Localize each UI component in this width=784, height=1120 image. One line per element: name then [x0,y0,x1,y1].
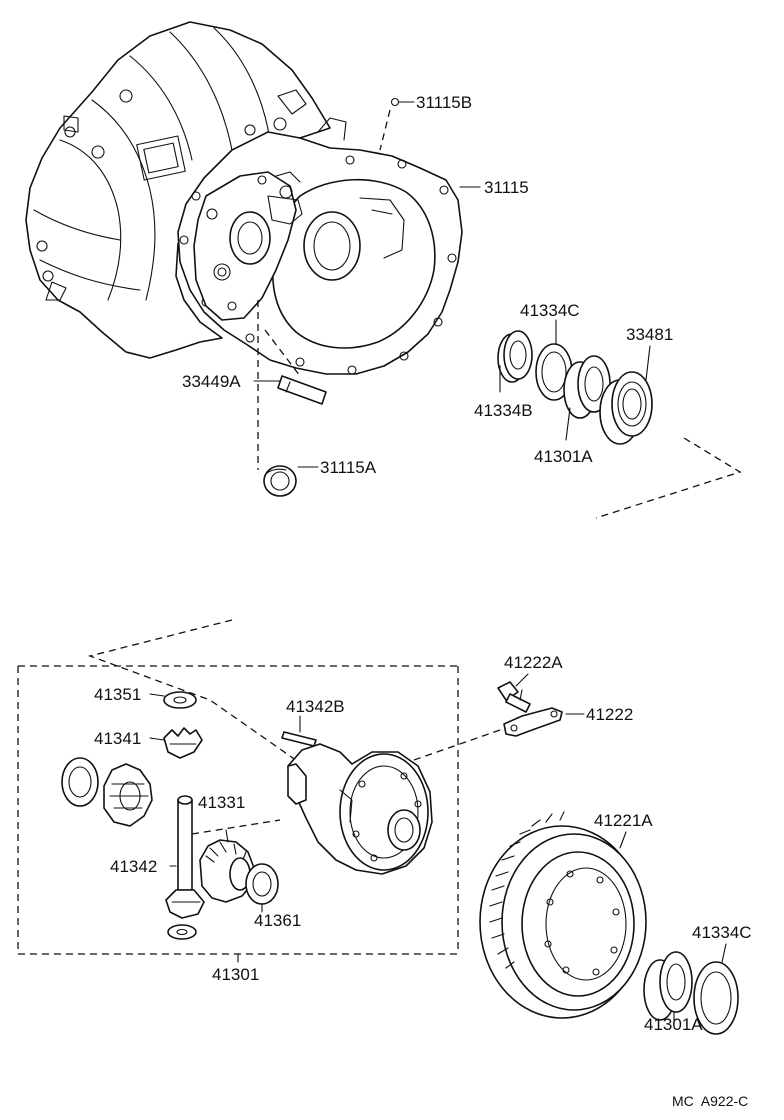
label-33449A: 33449A [182,372,241,391]
label-41334B: 41334B [474,401,533,420]
label-41222A: 41222A [504,653,563,672]
differential-assembly-41301: 41301 41351 41341 41342B 41342 41 [17,619,501,984]
label-31115B: 31115B [416,93,472,112]
label-41361: 41361 [254,911,301,930]
bearing-set-lower: 41301A 41334C [643,923,752,1035]
label-41334C-top: 41334C [520,301,580,320]
bearing-set-upper: 41334B 41334C 41301A 33481 [474,301,742,519]
label-31115A: 31115A [320,458,377,477]
breather-plug-31115B: 31115B [379,93,472,151]
label-41342: 41342 [110,857,157,876]
lock-plate-41222: 41222 [503,705,633,737]
label-41341: 41341 [94,729,141,748]
label-41301A-bottom: 41301A [644,1015,703,1034]
label-41334C-bottom: 41334C [692,923,752,942]
ring-gear-41221A: 41221A [479,811,653,1019]
plug-33449A: 33449A [182,329,327,405]
label-41351: 41351 [94,685,141,704]
label-31115: 31115 [484,178,529,197]
diagram-code: MC A922-C [672,1093,748,1109]
label-group-31115: 31115 [459,178,529,197]
bolt-41222A: 41222A [497,653,563,713]
label-41222: 41222 [586,705,633,724]
label-33481: 33481 [626,325,673,344]
label-41301A-top: 41301A [534,447,593,466]
transaxle-housing-31115 [25,21,463,375]
oil-seal-31115A: 31115A [257,300,377,497]
label-41221A: 41221A [594,811,653,830]
label-41331: 41331 [198,793,245,812]
label-41301: 41301 [212,965,259,984]
label-41342B: 41342B [286,697,345,716]
